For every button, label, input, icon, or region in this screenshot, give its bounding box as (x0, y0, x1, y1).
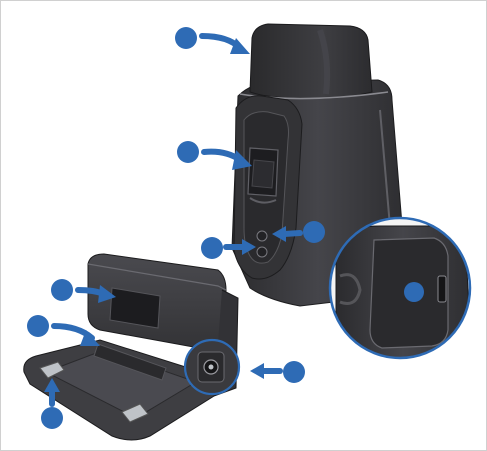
power-jack (185, 340, 239, 394)
bag-window (248, 148, 278, 203)
bag-cover (250, 24, 372, 98)
callout-side-panel (404, 282, 424, 302)
